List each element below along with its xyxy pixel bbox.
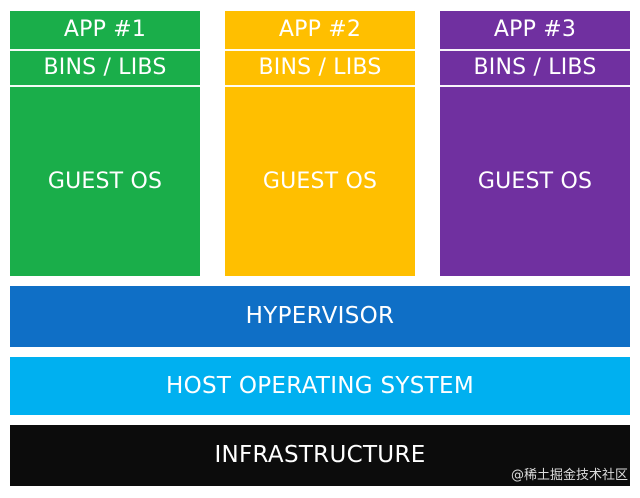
vm-3-app-label: APP #3 bbox=[493, 16, 577, 42]
vm-3-bins-libs-label: BINS / LIBS bbox=[440, 49, 630, 87]
vm-3: APP #3 BINS / LIBS GUEST OS bbox=[440, 11, 630, 276]
vm-2-guest-os-label: GUEST OS bbox=[262, 168, 378, 194]
vm-1-bins-libs-label: BINS / LIBS bbox=[10, 49, 200, 87]
vm-1-guest-os-label: GUEST OS bbox=[47, 168, 163, 194]
watermark: @稀土掘金技术社区 bbox=[510, 468, 628, 483]
vm-1-app-label: APP #1 bbox=[63, 16, 147, 42]
hypervisor-layer: HYPERVISOR bbox=[10, 286, 630, 347]
vm-3-guest-os-label: GUEST OS bbox=[477, 168, 593, 194]
vm-2: APP #2 BINS / LIBS GUEST OS bbox=[225, 11, 415, 276]
vm-1: APP #1 BINS / LIBS GUEST OS bbox=[10, 11, 200, 276]
infrastructure-layer: INFRASTRUCTURE bbox=[10, 425, 630, 486]
host-operating-system-layer: HOST OPERATING SYSTEM bbox=[10, 357, 630, 415]
vm-2-bins-libs-label: BINS / LIBS bbox=[225, 49, 415, 87]
vm-2-app-label: APP #2 bbox=[278, 16, 362, 42]
